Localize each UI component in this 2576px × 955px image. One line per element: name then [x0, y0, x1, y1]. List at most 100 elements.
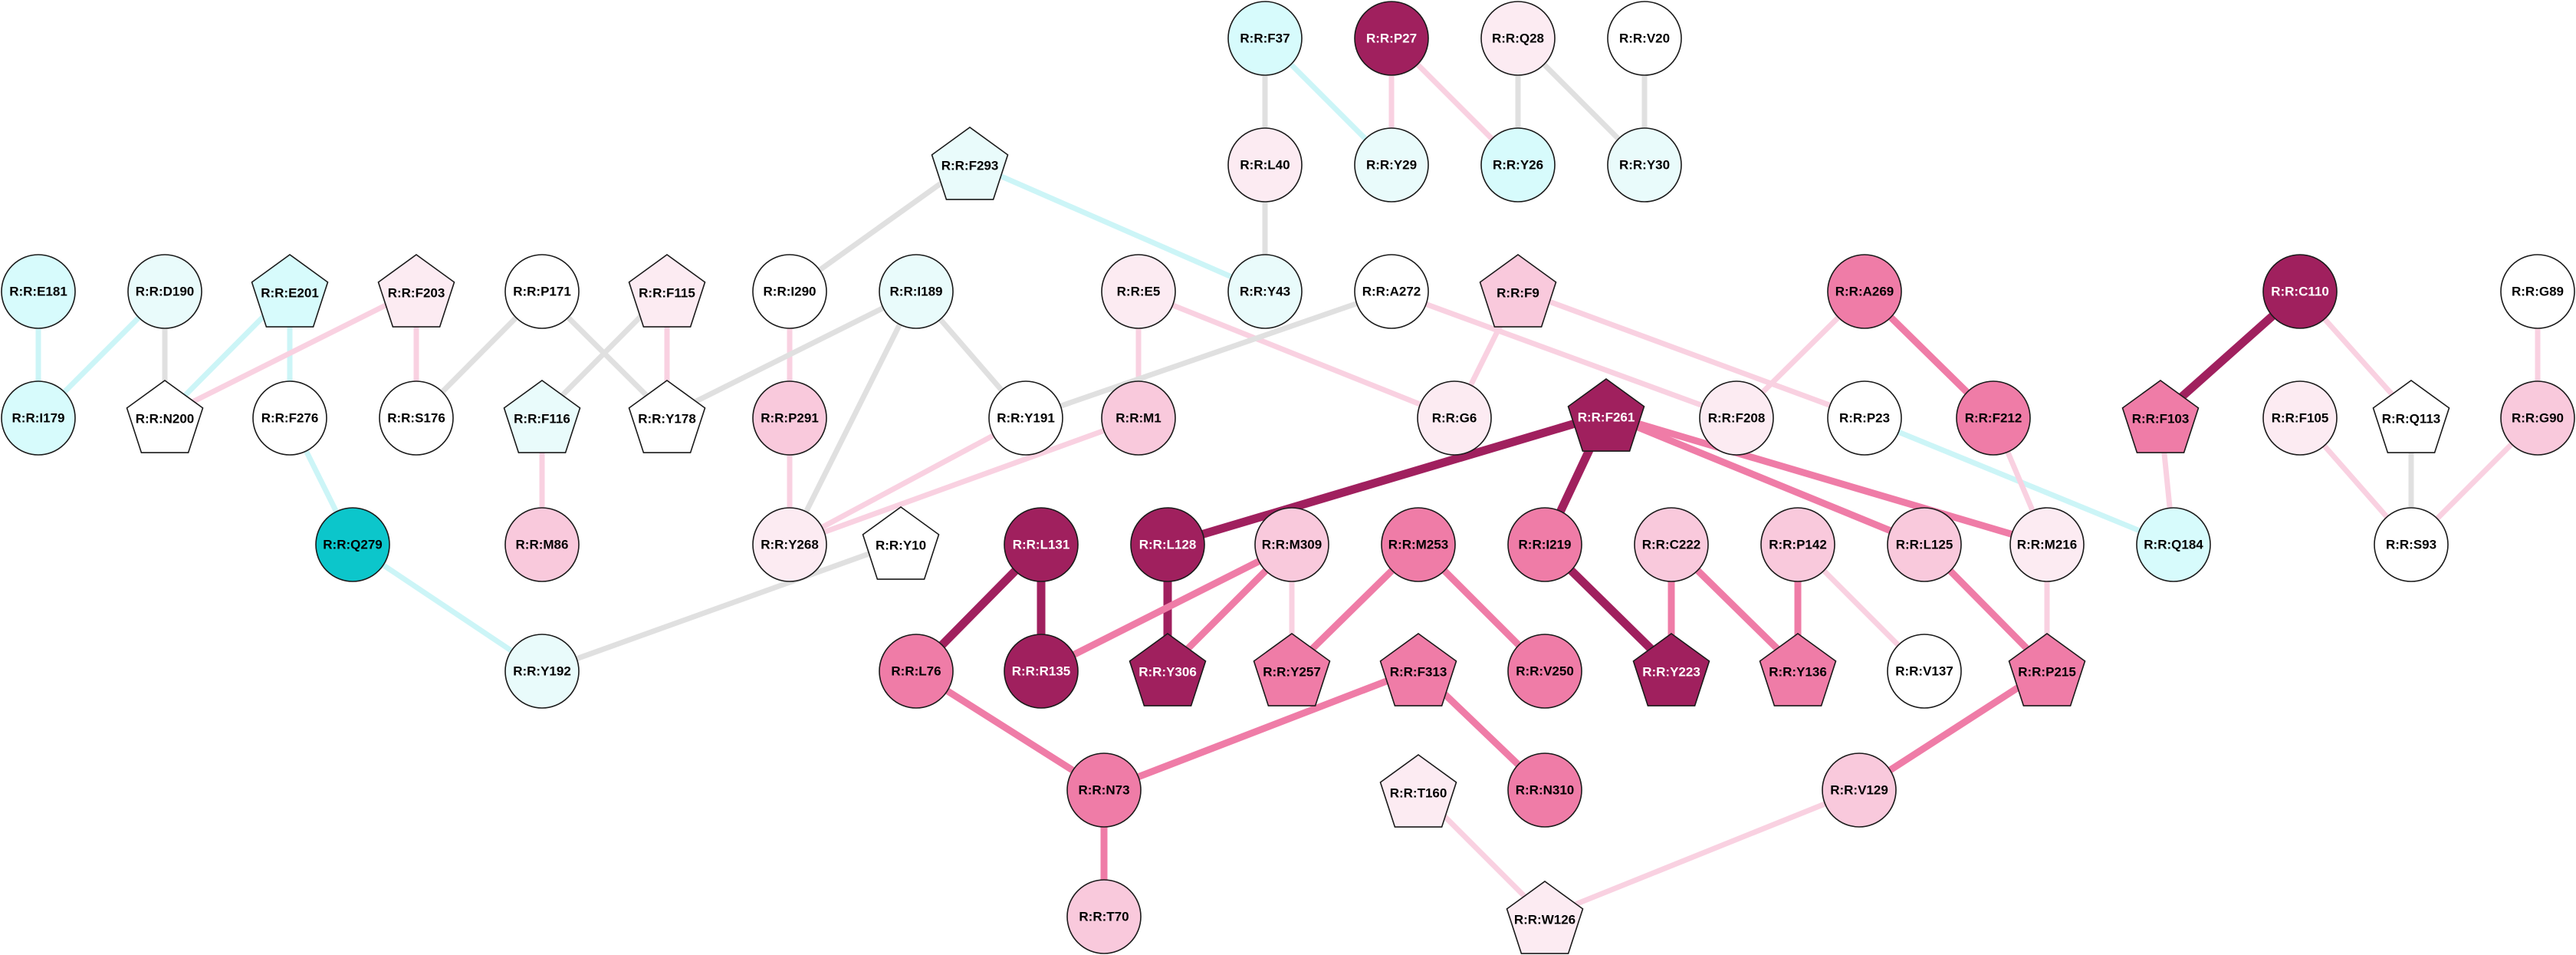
node-l40[interactable]: R:R:L40: [1227, 127, 1303, 203]
node-y10[interactable]: R:R:Y10: [862, 506, 940, 580]
node-label: R:R:N310: [1516, 783, 1575, 798]
node-p215[interactable]: R:R:P215: [2008, 633, 2086, 706]
node-a269[interactable]: R:R:A269: [1827, 254, 1902, 329]
node-f115-shape: [628, 254, 706, 328]
node-p171-shape: [504, 254, 580, 329]
node-label: R:R:F276: [261, 411, 319, 426]
node-m86[interactable]: R:R:M86: [504, 507, 580, 582]
node-f9[interactable]: R:R:F9: [1479, 254, 1557, 328]
node-y191[interactable]: R:R:Y191: [988, 380, 1063, 456]
node-f116[interactable]: R:R:F116: [503, 380, 581, 453]
node-label: R:R:G6: [1432, 411, 1477, 426]
node-n310[interactable]: R:R:N310: [1507, 752, 1582, 828]
node-q184[interactable]: R:R:Q184: [2136, 507, 2211, 582]
node-y268[interactable]: R:R:Y268: [752, 507, 827, 582]
node-c222[interactable]: R:R:C222: [1634, 507, 1709, 582]
node-label: R:R:Q279: [323, 538, 382, 552]
node-i189[interactable]: R:R:I189: [879, 254, 954, 329]
node-y178[interactable]: R:R:Y178: [628, 380, 706, 453]
node-q113[interactable]: R:R:Q113: [2372, 380, 2450, 453]
node-label: R:R:S176: [387, 411, 445, 426]
node-i219[interactable]: R:R:I219: [1507, 507, 1582, 582]
node-a272[interactable]: R:R:A272: [1354, 254, 1429, 329]
node-l131[interactable]: R:R:L131: [1004, 507, 1079, 582]
edge-f203-n200: [162, 287, 419, 419]
node-w126[interactable]: R:R:W126: [1506, 881, 1584, 954]
node-v137[interactable]: R:R:V137: [1887, 634, 1962, 709]
node-l131-shape: [1004, 507, 1079, 582]
node-label: R:R:V129: [1830, 783, 1888, 798]
node-l125[interactable]: R:R:L125: [1887, 507, 1962, 582]
node-d190[interactable]: R:R:D190: [127, 254, 202, 329]
node-label: R:R:P23: [1839, 411, 1890, 426]
node-e201[interactable]: R:R:E201: [251, 254, 329, 328]
node-l76[interactable]: R:R:L76: [879, 634, 954, 709]
node-n73[interactable]: R:R:N73: [1066, 752, 1142, 828]
node-y43[interactable]: R:R:Y43: [1227, 254, 1303, 329]
node-q28[interactable]: R:R:Q28: [1480, 1, 1556, 76]
node-m216[interactable]: R:R:M216: [2009, 507, 2085, 582]
node-m1[interactable]: R:R:M1: [1101, 380, 1176, 456]
node-y29[interactable]: R:R:Y29: [1354, 127, 1429, 203]
node-e181[interactable]: R:R:E181: [1, 254, 76, 329]
node-t160[interactable]: R:R:T160: [1379, 754, 1457, 828]
node-p23[interactable]: R:R:P23: [1827, 380, 1902, 456]
node-g90[interactable]: R:R:G90: [2500, 380, 2575, 456]
node-label: R:R:D190: [136, 285, 195, 299]
node-f212[interactable]: R:R:F212: [1956, 380, 2031, 456]
node-m253[interactable]: R:R:M253: [1381, 507, 1456, 582]
node-p171[interactable]: R:R:P171: [504, 254, 580, 329]
node-m309[interactable]: R:R:M309: [1254, 507, 1329, 582]
node-t70[interactable]: R:R:T70: [1066, 879, 1142, 954]
node-q279[interactable]: R:R:Q279: [315, 507, 390, 582]
node-p291[interactable]: R:R:P291: [752, 380, 827, 456]
node-e5[interactable]: R:R:E5: [1101, 254, 1176, 329]
node-p142[interactable]: R:R:P142: [1760, 507, 1835, 582]
edge-e5-g6: [1135, 288, 1457, 421]
node-i179[interactable]: R:R:I179: [1, 380, 76, 456]
node-i290[interactable]: R:R:I290: [752, 254, 827, 329]
node-label: R:R:Y268: [761, 538, 819, 552]
node-label: R:R:P27: [1366, 31, 1417, 46]
node-y257[interactable]: R:R:Y257: [1253, 633, 1331, 706]
node-f115[interactable]: R:R:F115: [628, 254, 706, 328]
node-v129[interactable]: R:R:V129: [1822, 752, 1897, 828]
node-l128[interactable]: R:R:L128: [1130, 507, 1205, 582]
node-p27[interactable]: R:R:P27: [1354, 1, 1429, 76]
node-f293[interactable]: R:R:F293: [931, 127, 1009, 200]
node-n200[interactable]: R:R:N200: [126, 380, 204, 453]
node-y30[interactable]: R:R:Y30: [1607, 127, 1682, 203]
node-label: R:R:W126: [1514, 913, 1576, 927]
node-f313[interactable]: R:R:F313: [1379, 633, 1457, 706]
node-v250[interactable]: R:R:V250: [1507, 634, 1582, 709]
node-y192[interactable]: R:R:Y192: [504, 634, 580, 709]
node-label: R:R:G89: [2512, 285, 2564, 299]
node-f103[interactable]: R:R:F103: [2121, 380, 2200, 453]
node-label: R:R:F208: [1708, 411, 1766, 426]
node-r135[interactable]: R:R:R135: [1004, 634, 1079, 709]
edge-a272-y191: [1023, 288, 1395, 421]
node-y136[interactable]: R:R:Y136: [1759, 633, 1837, 706]
node-f208[interactable]: R:R:F208: [1699, 380, 1774, 456]
node-f203[interactable]: R:R:F203: [377, 254, 455, 328]
node-f276[interactable]: R:R:F276: [252, 380, 327, 456]
node-n73-shape: [1066, 752, 1142, 828]
node-p23-shape: [1827, 380, 1902, 456]
node-c110[interactable]: R:R:C110: [2262, 254, 2338, 329]
node-f276-shape: [252, 380, 327, 456]
node-g89[interactable]: R:R:G89: [2500, 254, 2575, 329]
node-label: R:R:Y43: [1240, 285, 1290, 299]
node-y26[interactable]: R:R:Y26: [1480, 127, 1556, 203]
node-p142-shape: [1760, 507, 1835, 582]
node-y223[interactable]: R:R:Y223: [1632, 633, 1710, 706]
node-v20[interactable]: R:R:V20: [1607, 1, 1682, 76]
node-s176[interactable]: R:R:S176: [379, 380, 454, 456]
node-q113-shape: [2372, 380, 2450, 453]
node-f37[interactable]: R:R:F37: [1227, 1, 1303, 76]
node-g6[interactable]: R:R:G6: [1417, 380, 1492, 456]
node-f105[interactable]: R:R:F105: [2262, 380, 2338, 456]
node-y306[interactable]: R:R:Y306: [1129, 633, 1207, 706]
node-f203-shape: [377, 254, 455, 328]
node-s93[interactable]: R:R:S93: [2374, 507, 2449, 582]
node-f261[interactable]: R:R:F261: [1567, 378, 1645, 452]
